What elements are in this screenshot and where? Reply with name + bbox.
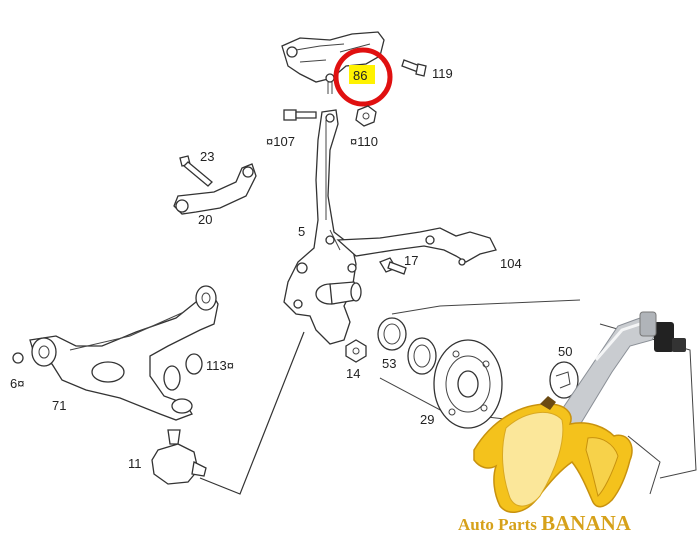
seal-ring-53: 53	[377, 317, 407, 371]
ball-joint-11: 11	[128, 429, 207, 485]
label-107: ¤107	[266, 134, 295, 149]
wheel-hub-29: 29	[379, 299, 601, 431]
steering-knuckle-5: 5	[283, 109, 362, 345]
highlight-ring	[333, 47, 393, 107]
label-113: 113¤	[206, 358, 234, 373]
label-17: 17	[404, 253, 418, 268]
bolt-23: 23	[179, 149, 214, 187]
leader-line-11	[199, 331, 305, 495]
label-23: 23	[200, 149, 214, 164]
upper-mount-bracket	[281, 31, 385, 94]
bolt-119: 119	[401, 59, 453, 81]
label-11: 11	[128, 456, 142, 471]
part-113: 113¤	[185, 353, 234, 375]
nut-110: ¤110	[350, 105, 378, 149]
brand-text: Auto Parts BANANA	[458, 511, 632, 535]
brand-strong: BANANA	[541, 511, 632, 535]
highlight-86: 86	[333, 47, 393, 107]
label-86: 86	[353, 68, 367, 83]
label-5: 5	[298, 224, 305, 239]
nut-14: 14	[345, 339, 367, 381]
brand-overlay: Auto Parts BANANA	[458, 311, 686, 535]
bolt-17: 17	[379, 253, 418, 275]
label-6: 6¤	[10, 376, 24, 391]
link-ball-joint	[654, 322, 674, 352]
label-14: 14	[346, 366, 360, 381]
label-71: 71	[52, 398, 66, 413]
snap-ring-50: 50	[549, 344, 579, 399]
label-50: 50	[558, 344, 572, 359]
label-29: 29	[420, 412, 434, 427]
banana-fruit	[502, 411, 564, 507]
label-53: 53	[382, 356, 396, 371]
label-104: 104	[500, 256, 522, 271]
wheel-bearing	[407, 337, 437, 375]
steering-arm-20: 20	[173, 163, 257, 227]
label-110: ¤110	[350, 134, 378, 149]
highlight-tag	[349, 65, 375, 84]
bolt-107: ¤107	[266, 109, 317, 149]
bracket-104: 104	[336, 227, 522, 271]
brand-prefix: Auto Parts	[458, 515, 541, 534]
lower-control-arm-71: 71 6¤	[10, 285, 219, 421]
label-119: 119	[432, 66, 453, 81]
label-20: 20	[198, 212, 212, 227]
